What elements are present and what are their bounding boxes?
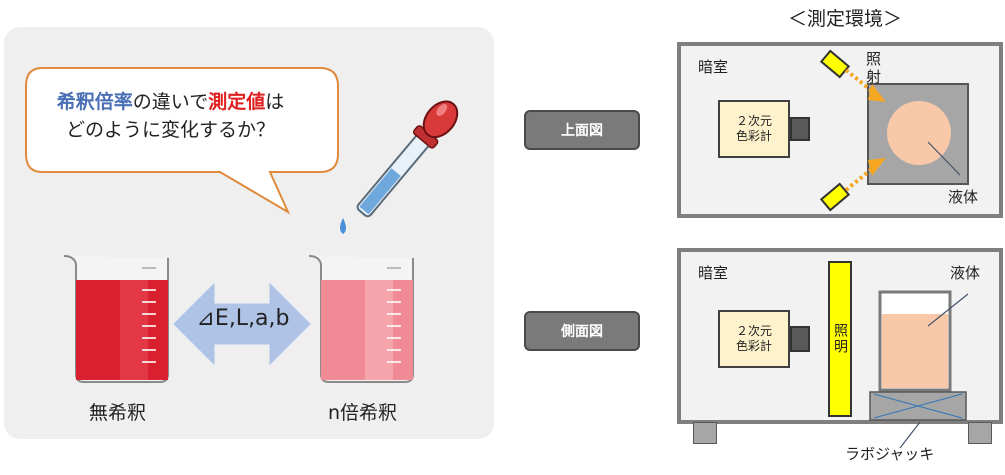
arrow-label: ⊿E,L,a,b [196,306,290,331]
dropper-icon [340,100,459,234]
side-camera-label-line2: 色彩計 [735,339,772,353]
top-camera-label-line2: 色彩計 [735,129,772,143]
top-view-light-label: 照射 [866,50,882,86]
bubble-text-line2: どのように変化するか？ [65,119,275,141]
top-view-room-label: 暗室 [698,58,729,76]
side-view-room-label: 暗室 [698,264,729,282]
side-view-button[interactable]: 側面図 [524,311,640,351]
side-view-liquid-container [869,290,969,421]
side-view-light-panel: 照明 [828,261,852,417]
beaker-diluted-label: n倍希釈 [327,402,398,424]
top-view-liquid-label: 液体 [948,188,979,206]
room-foot-left [693,422,717,444]
top-view-button[interactable]: 上面図 [524,110,640,150]
bubble-measurement-text: 測定値 [208,91,266,113]
speech-bubble [25,67,339,215]
side-view-camera-lens [790,326,810,352]
beaker-undiluted-icon [63,255,169,383]
bubble-text: 希釈倍率の違いで測定値は どのように変化するか？ [28,88,313,144]
top-view-camera: ２次元色彩計 [718,100,790,158]
double-arrow-icon [173,282,311,366]
top-camera-label-line1: ２次元 [735,114,772,128]
side-view-jack-label: ラボジャッキ [845,445,935,463]
room-foot-right [968,422,992,444]
top-view-lighting [820,49,969,212]
top-view-camera-lens [790,117,810,141]
side-camera-label-line1: ２次元 [735,324,772,338]
environment-title: ＜測定環境＞ [787,8,902,30]
bubble-text-part2: の違いで [132,91,209,113]
bubble-dilution-text: 希釈倍率 [56,91,133,113]
side-view-camera: ２次元色彩計 [718,310,790,368]
jack-pointer-line [899,421,921,449]
side-view-light-label: 照明 [832,323,848,355]
beaker-undiluted-label: 無希釈 [88,402,146,424]
side-view-liquid-label: 液体 [950,264,981,282]
bubble-text-part4: は [265,91,285,113]
beaker-diluted-icon [308,255,414,383]
